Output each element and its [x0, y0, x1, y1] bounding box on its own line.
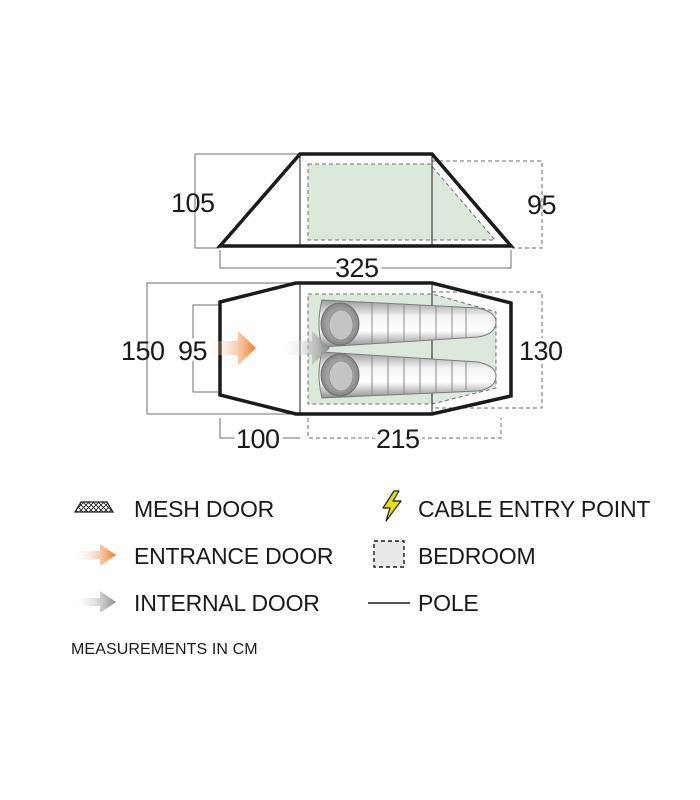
height-front-label: 105: [171, 188, 215, 218]
mesh-door-label: MESH DOOR: [134, 495, 275, 522]
side-inner-tent: [307, 163, 497, 241]
bedroom-label: BEDROOM: [418, 542, 536, 569]
legend-pole: POLE: [418, 586, 479, 620]
cable-entry-label: CABLE ENTRY POINT: [418, 495, 651, 522]
internal-door-label: INTERNAL DOOR: [134, 589, 320, 616]
legend-cable-entry: CABLE ENTRY POINT: [418, 492, 650, 526]
bottom-length-dimensions: 100 215: [219, 418, 502, 458]
internal-door-icon: [72, 591, 116, 613]
inner-length-line: [307, 418, 502, 439]
side-elevation: 105 95: [171, 152, 557, 249]
legend-internal-door: INTERNAL DOOR: [134, 586, 320, 620]
legend-mesh-door: MESH DOOR: [134, 492, 274, 526]
porch-length-label: 100: [236, 424, 280, 454]
pole-label: POLE: [418, 589, 479, 616]
height-rear-guide: [432, 160, 543, 249]
total-length-label: 325: [335, 253, 379, 283]
cable-entry-icon: [382, 490, 402, 522]
height-front-guide: [194, 153, 300, 249]
total-length-dimension: 325: [219, 249, 512, 287]
width-front-label: 150: [121, 336, 165, 366]
sleeping-bag-2: [318, 351, 497, 399]
pole-icon: [368, 602, 410, 604]
width-front-guide: [146, 282, 297, 415]
entrance-door-icon: [72, 544, 116, 566]
bedroom-icon: [373, 540, 405, 568]
sleeping-bag-1: [318, 299, 497, 348]
door-width-guide: [192, 304, 220, 393]
width-rear-label: 130: [519, 336, 563, 366]
floor-flysheet: [218, 281, 513, 416]
mesh-door-icon: [73, 501, 115, 513]
door-width-label: 95: [178, 336, 207, 366]
entrance-door-arrow: [206, 331, 256, 365]
floor-plan: 150 95 130: [121, 281, 566, 416]
porch-length-line: [219, 418, 300, 439]
height-rear-label: 95: [527, 190, 556, 220]
internal-door-arrow: [280, 331, 330, 365]
inner-length-label: 215: [376, 424, 420, 454]
legend-bedroom: BEDROOM: [418, 539, 536, 573]
legend-entrance-door: ENTRANCE DOOR: [134, 539, 334, 573]
entrance-door-label: ENTRANCE DOOR: [134, 542, 334, 569]
total-length-line: [219, 250, 512, 269]
width-rear-guide: [432, 291, 543, 409]
measurements-note: MEASUREMENTS IN CM: [71, 641, 258, 658]
